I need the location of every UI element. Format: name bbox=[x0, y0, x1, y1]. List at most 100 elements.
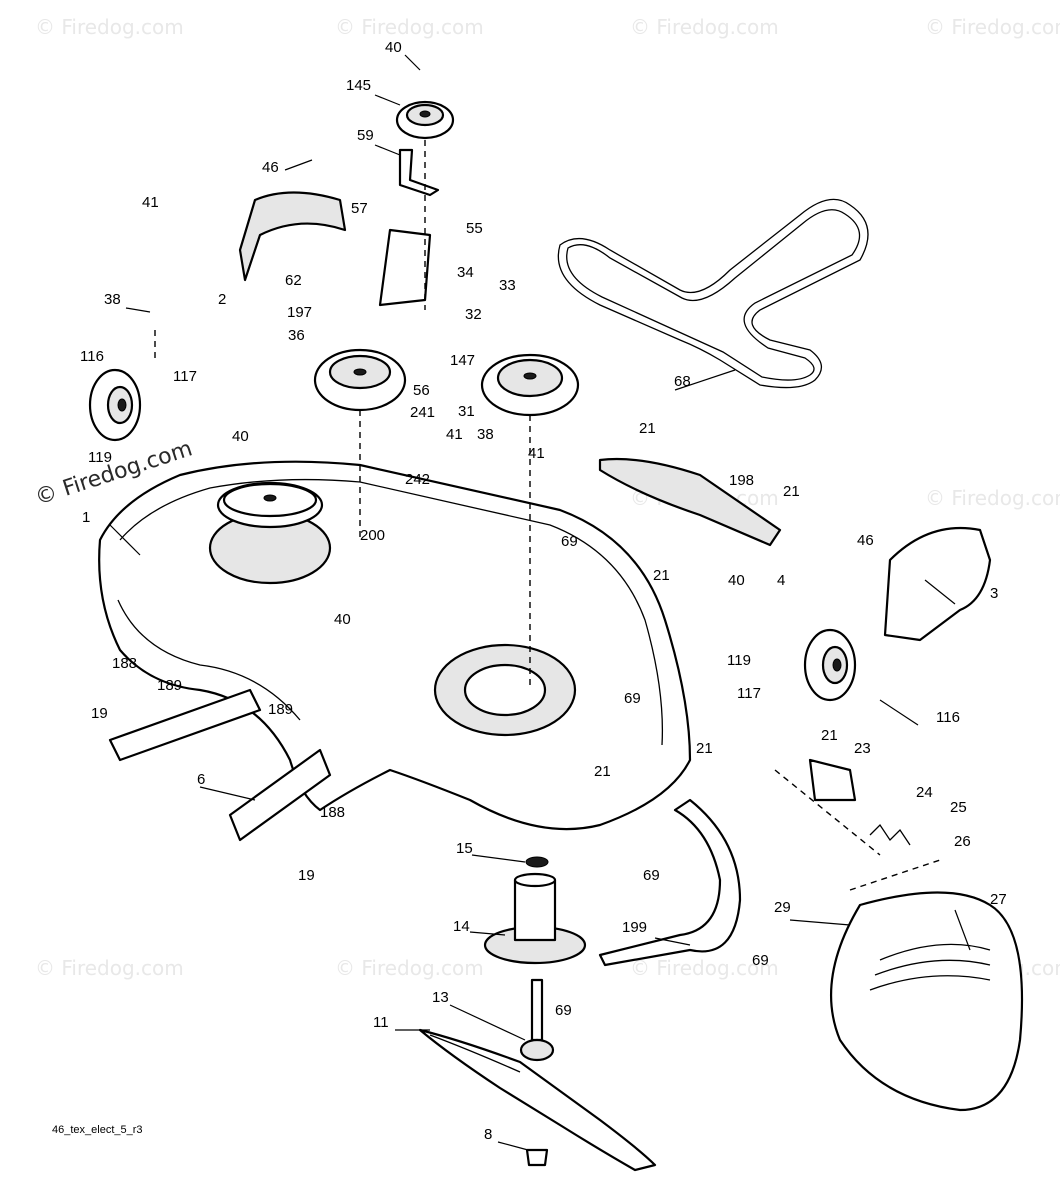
part-callout-19a: 19 bbox=[91, 705, 108, 722]
part-callout-200: 200 bbox=[360, 527, 385, 544]
part-callout-119a: 119 bbox=[88, 449, 112, 466]
part-callout-68: 68 bbox=[674, 373, 691, 390]
part-callout-41c: 41 bbox=[528, 445, 545, 462]
part-callout-40a: 40 bbox=[385, 39, 402, 56]
watermark-text: © Firedog.com bbox=[925, 486, 1060, 510]
part-callout-29: 29 bbox=[774, 899, 791, 916]
part-callout-188a: 188 bbox=[112, 655, 137, 672]
part-callout-69c: 69 bbox=[643, 867, 660, 884]
drawing-code: 46_tex_elect_5_r3 bbox=[52, 1124, 143, 1136]
front-link-6-lower bbox=[228, 748, 332, 842]
part-callout-55: 55 bbox=[466, 220, 483, 237]
leader-lines bbox=[109, 54, 971, 1151]
part-callout-14: 14 bbox=[453, 918, 470, 935]
part-callout-13: 13 bbox=[432, 989, 449, 1006]
part-callout-25: 25 bbox=[950, 799, 967, 816]
part-callout-4: 4 bbox=[777, 572, 785, 589]
part-callout-32: 32 bbox=[465, 306, 482, 323]
part-callout-40c: 40 bbox=[728, 572, 745, 589]
idler-pulley-145 bbox=[395, 100, 455, 140]
watermark-text: © Firedog.com bbox=[630, 956, 779, 980]
part-callout-40d: 40 bbox=[334, 611, 351, 628]
side-cover-right bbox=[883, 526, 992, 642]
part-callout-242: 242 bbox=[405, 471, 430, 488]
idler-arm-55 bbox=[378, 228, 432, 307]
bracket-23 bbox=[808, 758, 857, 802]
part-callout-33: 33 bbox=[499, 277, 516, 294]
part-callout-147: 147 bbox=[450, 352, 475, 369]
watermark-text: © Firedog.com bbox=[335, 15, 484, 39]
front-link-6-upper bbox=[108, 688, 262, 762]
part-callout-197: 197 bbox=[287, 304, 312, 321]
part-callout-38a: 38 bbox=[104, 291, 121, 308]
part-callout-31: 31 bbox=[458, 403, 475, 420]
part-callout-69b: 69 bbox=[624, 690, 641, 707]
part-callout-117b: 117 bbox=[737, 685, 761, 702]
gauge-wheel-left bbox=[88, 368, 142, 442]
spring-25 bbox=[869, 823, 911, 846]
part-callout-189a: 189 bbox=[157, 677, 182, 694]
part-callout-19b: 19 bbox=[298, 867, 315, 884]
watermark-text: © Firedog.com bbox=[335, 956, 484, 980]
part-callout-188b: 188 bbox=[320, 804, 345, 821]
part-callout-46a: 46 bbox=[262, 159, 279, 176]
part-callout-24: 24 bbox=[916, 784, 933, 801]
part-callout-15: 15 bbox=[456, 840, 473, 857]
part-callout-3: 3 bbox=[990, 585, 998, 602]
part-callout-116a: 116 bbox=[80, 348, 104, 365]
part-callout-199: 199 bbox=[622, 919, 647, 936]
spindle-pulley-32 bbox=[480, 353, 580, 417]
drive-belt bbox=[557, 198, 869, 389]
part-callout-41b: 41 bbox=[446, 426, 463, 443]
part-callout-6: 6 bbox=[197, 771, 205, 788]
assembly-lines bbox=[154, 140, 941, 891]
part-callout-36: 36 bbox=[288, 327, 305, 344]
part-callout-21d: 21 bbox=[821, 727, 838, 744]
part-callout-38b: 38 bbox=[477, 426, 494, 443]
part-callout-116b: 116 bbox=[936, 709, 960, 726]
mower-blade bbox=[418, 1028, 657, 1172]
baffle-46-left bbox=[238, 191, 347, 282]
part-callout-26: 26 bbox=[954, 833, 971, 850]
belt-guard-199 bbox=[598, 798, 742, 967]
part-callout-119b: 119 bbox=[727, 652, 751, 669]
part-callout-23: 23 bbox=[854, 740, 871, 757]
part-callout-117a: 117 bbox=[173, 368, 197, 385]
watermark-text: © Firedog.com bbox=[35, 956, 184, 980]
part-callout-41a: 41 bbox=[142, 194, 159, 211]
part-callout-241: 241 bbox=[410, 404, 435, 421]
part-callout-21b: 21 bbox=[783, 483, 800, 500]
part-callout-21c: 21 bbox=[653, 567, 670, 584]
gauge-wheel-right bbox=[803, 628, 857, 702]
part-callout-69e: 69 bbox=[555, 1002, 572, 1019]
idler-pulley-36 bbox=[313, 348, 407, 412]
mower-blade-edge bbox=[429, 1034, 521, 1073]
discharge-chute bbox=[830, 891, 1024, 1112]
part-callout-1: 1 bbox=[82, 509, 90, 526]
part-callout-2: 2 bbox=[218, 291, 226, 308]
part-callout-56: 56 bbox=[413, 382, 430, 399]
part-callout-69a: 69 bbox=[561, 533, 578, 550]
watermark-text: © Firedog.com bbox=[35, 15, 184, 39]
part-callout-40b: 40 bbox=[232, 428, 249, 445]
part-callout-189b: 189 bbox=[268, 701, 293, 718]
part-callout-198: 198 bbox=[729, 472, 754, 489]
part-callout-21a: 21 bbox=[639, 420, 656, 437]
part-callout-8: 8 bbox=[484, 1126, 492, 1143]
part-callout-57: 57 bbox=[351, 200, 368, 217]
part-callout-62: 62 bbox=[285, 272, 302, 289]
bracket-59 bbox=[398, 148, 440, 197]
part-callout-145: 145 bbox=[346, 77, 371, 94]
watermark-text: © Firedog.com bbox=[630, 15, 779, 39]
drive-belt-inner bbox=[566, 209, 861, 381]
part-callout-34: 34 bbox=[457, 264, 474, 281]
chute-ribs bbox=[869, 943, 991, 991]
belt-cover-198 bbox=[598, 457, 782, 547]
spindle-assembly bbox=[483, 856, 587, 1167]
watermark-text: © Firedog.com bbox=[925, 15, 1060, 39]
part-callout-69d: 69 bbox=[752, 952, 769, 969]
part-callout-11: 11 bbox=[373, 1014, 389, 1031]
part-callout-59: 59 bbox=[357, 127, 374, 144]
